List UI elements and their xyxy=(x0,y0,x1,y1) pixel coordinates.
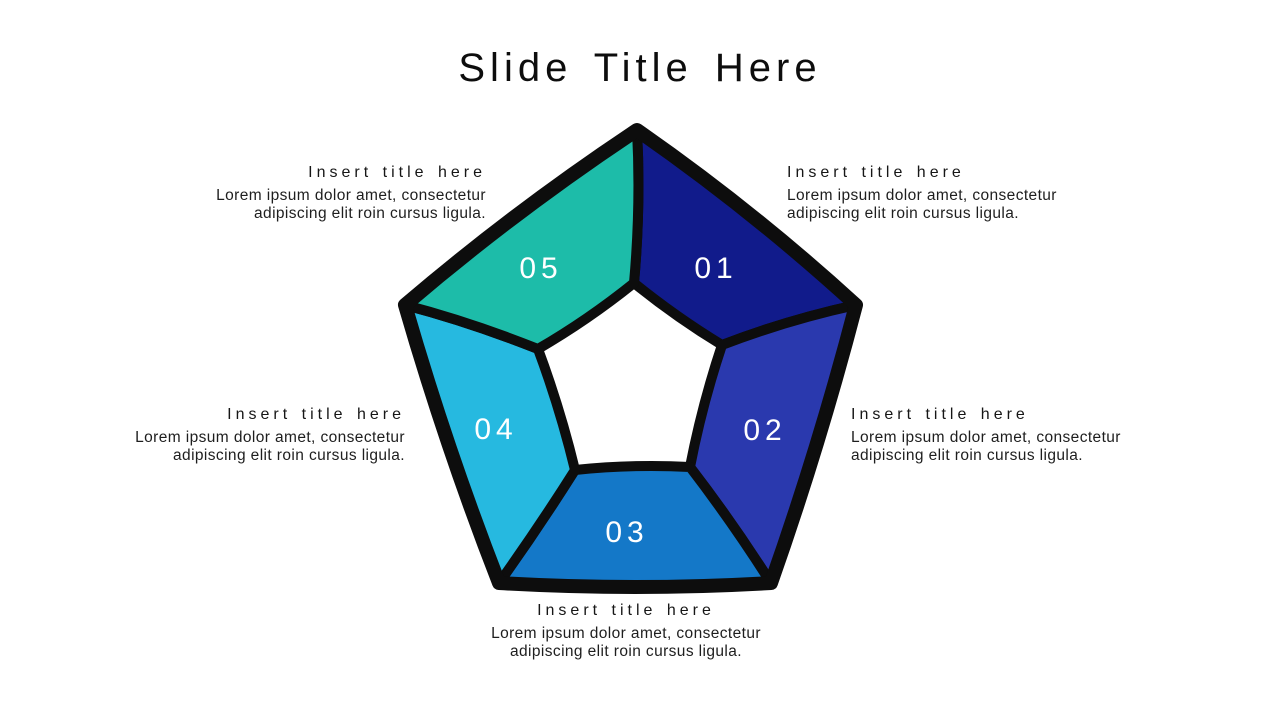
segment-04-number: 04 xyxy=(474,413,517,446)
callout-02-body: Lorem ipsum dolor amet, consectetur adip… xyxy=(851,429,1121,464)
segment-05-number: 05 xyxy=(519,252,562,285)
callout-04: Insert title here Lorem ipsum dolor amet… xyxy=(105,406,405,464)
callout-01-title: Insert title here xyxy=(787,164,965,181)
callout-02-title: Insert title here xyxy=(851,406,1029,423)
callout-04-body: Lorem ipsum dolor amet, consectetur adip… xyxy=(135,429,405,464)
callout-01: Insert title here Lorem ipsum dolor amet… xyxy=(787,164,1087,222)
callout-03: Insert title here Lorem ipsum dolor amet… xyxy=(470,602,782,660)
callout-05-title: Insert title here xyxy=(308,164,486,181)
callout-05-body: Lorem ipsum dolor amet, consectetur adip… xyxy=(216,187,486,222)
callout-02: Insert title here Lorem ipsum dolor amet… xyxy=(851,406,1151,464)
callout-03-title: Insert title here xyxy=(537,602,715,619)
segment-group xyxy=(400,125,861,592)
slide-title: Slide Title Here xyxy=(458,46,822,90)
segment-05-shape xyxy=(400,125,644,354)
callout-05: Insert title here Lorem ipsum dolor amet… xyxy=(186,164,486,222)
callout-04-title: Insert title here xyxy=(227,406,405,423)
callout-03-body: Lorem ipsum dolor amet, consectetur adip… xyxy=(491,625,761,660)
segment-02-number: 02 xyxy=(743,414,786,447)
segment-03-number: 03 xyxy=(605,516,648,549)
callout-01-body: Lorem ipsum dolor amet, consectetur adip… xyxy=(787,187,1057,222)
pentagon-outer-outline xyxy=(398,123,863,594)
segment-01-number: 01 xyxy=(694,252,737,285)
